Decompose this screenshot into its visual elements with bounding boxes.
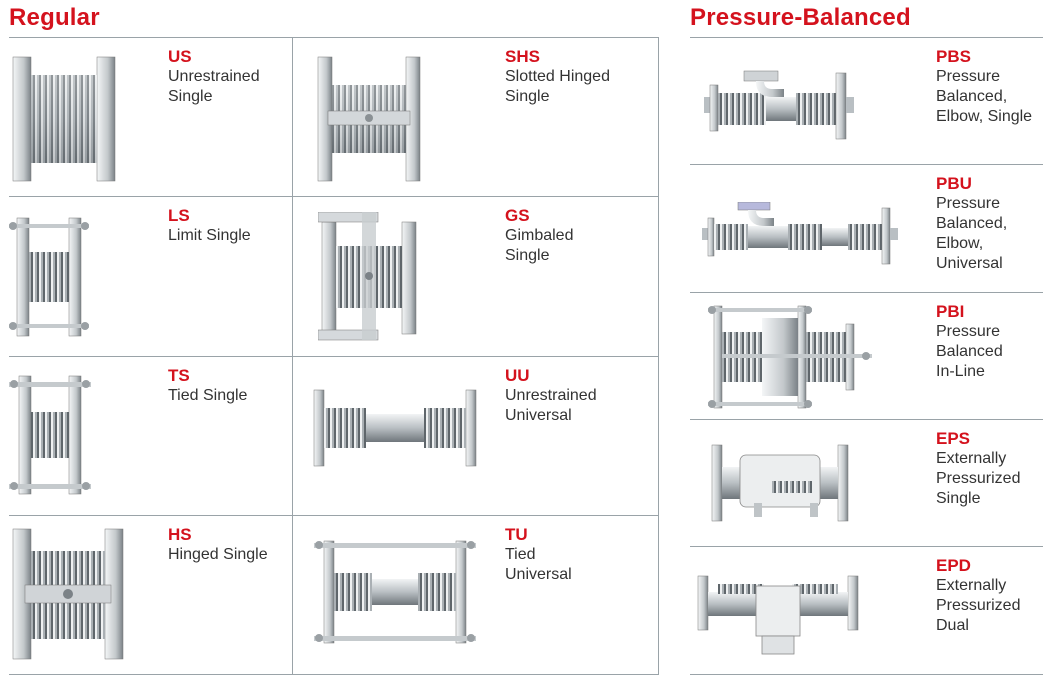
product-description: Externally Pressurized Dual (936, 577, 1021, 634)
product-code: US (168, 47, 192, 66)
product-code: LS (168, 206, 190, 225)
product-description: Externally Pressurized Single (936, 450, 1021, 507)
product-cell-ls[interactable]: LS Limit Single (9, 196, 292, 356)
product-cell-eps[interactable]: EPS Externally Pressurized Single (690, 419, 1043, 546)
grid-line (690, 292, 1043, 293)
pressure-balanced-section-title: Pressure-Balanced (690, 4, 911, 31)
product-description: Pressure Balanced, Elbow, Universal (936, 195, 1008, 272)
externally-pressurized-single-image (711, 444, 849, 522)
grid-line (9, 37, 659, 38)
product-code: EPS (936, 429, 971, 448)
product-description: Unrestrained Universal (505, 387, 597, 424)
product-code: TU (505, 525, 528, 544)
grid-line (658, 37, 659, 674)
product-code: GS (505, 206, 530, 225)
product-cell-shs[interactable]: SHS Slotted Hinged Single (292, 37, 658, 196)
product-code: PBI (936, 302, 965, 321)
product-code: EPD (936, 556, 971, 575)
product-description: Gimbaled Single (505, 227, 574, 264)
limit-single-joint-image (9, 217, 89, 337)
product-cell-pbi[interactable]: PBI Pressure Balanced In-Line (690, 292, 1043, 419)
product-code: UU (505, 366, 530, 385)
product-description: Unrestrained Single (168, 68, 260, 105)
product-cell-ts[interactable]: TS Tied Single (9, 356, 292, 515)
grid-line (690, 546, 1043, 547)
product-cell-epd[interactable]: EPD Externally Pressurized Dual (690, 546, 1043, 674)
grid-line (690, 674, 1043, 675)
hinged-single-joint-image (12, 528, 124, 660)
product-code: PBS (936, 47, 971, 66)
product-description: Hinged Single (168, 546, 268, 563)
product-description: Pressure Balanced, Elbow, Single (936, 68, 1033, 125)
product-code: TS (168, 366, 190, 385)
slotted-hinged-single-joint-image (317, 56, 421, 182)
product-cell-pbs[interactable]: PBS Pressure Balanced, Elbow, Single (690, 37, 1043, 164)
grid-line (690, 419, 1043, 420)
product-cell-pbu[interactable]: PBU Pressure Balanced, Elbow, Universal (690, 164, 1043, 292)
product-code: SHS (505, 47, 540, 66)
grid-line (690, 37, 1043, 38)
gimbaled-single-joint-image (318, 212, 417, 341)
product-description: Slotted Hinged Single (505, 68, 610, 105)
product-cell-us[interactable]: US Unrestrained Single (9, 37, 292, 196)
regular-section-title: Regular (9, 4, 100, 31)
pressure-balanced-elbow-single-image (704, 70, 854, 140)
product-description: Tied Single (168, 387, 248, 404)
tied-single-joint-image (9, 375, 91, 495)
product-code: HS (168, 525, 192, 544)
pressure-balanced-inline-image (708, 305, 872, 409)
product-description: Pressure Balanced In-Line (936, 323, 1003, 380)
tied-universal-joint-image (314, 540, 476, 644)
product-code: PBU (936, 174, 972, 193)
externally-pressurized-dual-image (697, 575, 859, 655)
unrestrained-universal-joint-image (313, 389, 477, 467)
grid-line (9, 196, 659, 197)
product-description: Tied Universal (505, 546, 572, 583)
product-cell-gs[interactable]: GS Gimbaled Single (292, 196, 658, 356)
product-cell-uu[interactable]: UU Unrestrained Universal (292, 356, 658, 515)
product-cell-hs[interactable]: HS Hinged Single (9, 515, 292, 674)
pressure-balanced-elbow-universal-image (702, 202, 898, 265)
grid-line (292, 37, 293, 674)
grid-line (9, 515, 659, 516)
grid-line (9, 356, 659, 357)
grid-line (690, 164, 1043, 165)
product-cell-tu[interactable]: TU Tied Universal (292, 515, 658, 674)
product-description: Limit Single (168, 227, 251, 244)
grid-line (9, 674, 659, 675)
unrestrained-single-joint-image (12, 56, 116, 182)
